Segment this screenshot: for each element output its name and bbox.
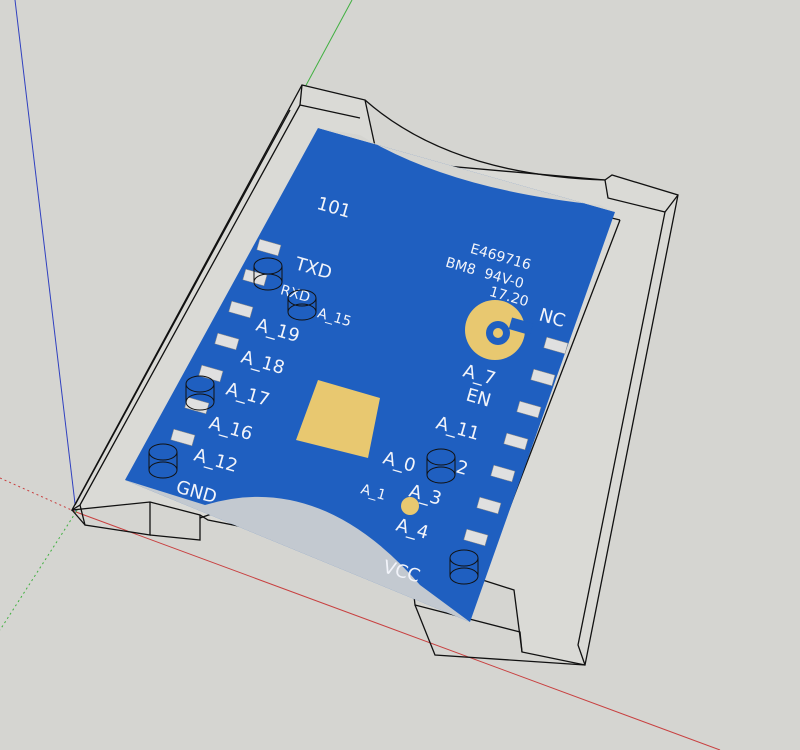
pin-label-rxd: RXD (278, 282, 311, 306)
model-pegs[interactable] (148, 257, 479, 585)
peg (253, 257, 283, 291)
red-axis-negative (0, 477, 77, 513)
right-edge-pads (463, 336, 569, 547)
left-edge-pads (170, 238, 282, 447)
peg (449, 549, 479, 585)
blue-axis (14, 0, 77, 513)
peg (185, 375, 215, 411)
red-axis (75, 511, 721, 750)
pcb-board[interactable]: 101 E469716 BM8 94V-0 17.20 TXD RXD A_15… (125, 128, 615, 622)
antenna-pad (465, 300, 534, 360)
peg (148, 443, 178, 479)
peg (426, 448, 456, 484)
peg (287, 289, 317, 321)
pin-label-a1: A_1 (359, 481, 388, 503)
green-axis-negative (0, 511, 77, 631)
test-pad (401, 497, 419, 515)
thermal-pad (296, 380, 380, 458)
pin-label-2: 2 (454, 457, 471, 480)
